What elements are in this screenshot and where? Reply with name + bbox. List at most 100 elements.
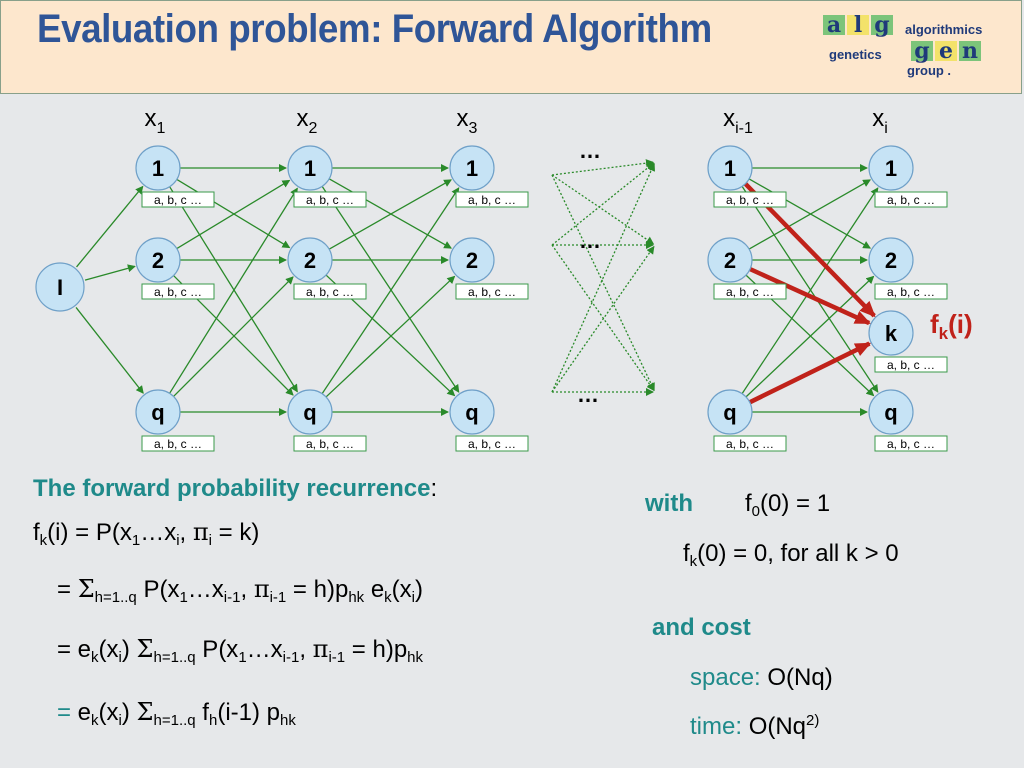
emission-tag: a, b, c … <box>713 435 787 452</box>
emission-tag-text: a, b, c … <box>726 193 774 207</box>
r2-g-sub: i <box>411 589 416 606</box>
state-node-label: 1 <box>724 156 736 181</box>
r4-b-sub: i <box>118 712 122 729</box>
emission-tag-box <box>874 191 948 208</box>
state-node-label: q <box>884 400 897 425</box>
state-node: 1 <box>449 145 495 191</box>
time-sup: 2) <box>806 712 820 729</box>
r2-sigma: Σ <box>77 575 95 603</box>
algen-logo: a l g algorithmics genetics g e n group … <box>823 14 1013 81</box>
emission-tag-text: a, b, c … <box>887 193 935 207</box>
r2-pi-sub: i-1 <box>269 589 287 606</box>
emission-tag-box <box>713 283 787 300</box>
emission-tag-text: a, b, c … <box>306 437 354 451</box>
recurrence-line-4: = ek(xi) Σh=1..q fh(i-1) phk <box>57 698 296 729</box>
emission-tag: a, b, c … <box>141 435 215 452</box>
logo-line-group: group . <box>907 63 952 78</box>
state-node-circle <box>868 145 914 191</box>
r2-f: e <box>364 576 385 603</box>
state-node-circle <box>868 237 914 283</box>
state-node-label: 2 <box>885 248 897 273</box>
r2-e-sub: hk <box>348 589 365 606</box>
slide-header: Evaluation problem: Forward Algorithm a … <box>0 0 1022 94</box>
state-node: 2 <box>868 237 914 283</box>
r3-c: ) <box>121 636 137 663</box>
r4-c: ) <box>121 699 137 726</box>
logo-letter-g2: g <box>911 40 933 62</box>
recurrence-heading-colon: : <box>430 475 438 502</box>
column-label-sub: i <box>884 120 888 137</box>
emission-tag: a, b, c … <box>455 191 529 208</box>
emission-tag: a, b, c … <box>293 191 367 208</box>
r4-d-sub: h <box>208 712 218 729</box>
r1-c: …x <box>140 519 177 546</box>
fk-sub: k <box>939 324 949 343</box>
emission-tag-box <box>141 191 215 208</box>
r2-pi: π <box>253 575 270 603</box>
r4-a: e <box>71 699 92 726</box>
emission-tag-box <box>141 283 215 300</box>
state-node: 2 <box>707 237 753 283</box>
column-label-sub: 3 <box>469 120 478 137</box>
emission-tag-text: a, b, c … <box>726 285 774 299</box>
emission-tag-box <box>455 191 529 208</box>
r2-a: = <box>57 576 78 603</box>
r2-b: P(x <box>136 576 180 603</box>
ellipsis-dot: … <box>577 382 599 407</box>
r2-h: ) <box>415 576 424 603</box>
trellis-edge <box>748 178 872 249</box>
recurrence-heading: The forward probability recurrence: <box>33 475 437 503</box>
r2-c-sub: i-1 <box>223 589 241 606</box>
emission-tag-box <box>293 283 367 300</box>
state-node-circle <box>868 389 914 435</box>
r1-pi: π <box>192 518 209 546</box>
state-node: 1 <box>707 145 753 191</box>
r3-d: P(x <box>195 636 239 663</box>
column-label: xi <box>872 105 888 137</box>
logo-letter-n: n <box>959 40 981 62</box>
r3-g-sub: hk <box>407 649 424 666</box>
dotted-edge <box>551 174 655 245</box>
r1-b-sub: 1 <box>131 532 141 549</box>
state-node: 1 <box>135 145 181 191</box>
slide-title: Evaluation problem: Forward Algorithm <box>37 7 712 51</box>
space-label: space: <box>690 664 761 691</box>
emission-tag-text: a, b, c … <box>154 193 202 207</box>
r3-f: , <box>299 636 313 663</box>
state-node-label: 1 <box>152 156 164 181</box>
r2-d: , <box>240 576 254 603</box>
state-node: 2 <box>135 237 181 283</box>
emission-tag-text: a, b, c … <box>306 193 354 207</box>
logo-line-algorithmics: algorithmics <box>905 22 983 37</box>
column-label-var: x <box>457 105 469 132</box>
state-node-circle <box>135 145 181 191</box>
r1-a: f <box>33 519 40 546</box>
cost-space: space: O(Nq) <box>690 664 833 692</box>
f0-b: (0) = 1 <box>760 490 831 517</box>
state-node-circle <box>287 237 333 283</box>
r2-c: …x <box>187 576 224 603</box>
trellis-edge <box>328 178 453 249</box>
column-label-sub: 1 <box>157 120 166 137</box>
init-f0: f0(0) = 1 <box>745 490 831 520</box>
trellis-edge <box>748 179 872 250</box>
f0-sub: 0 <box>751 503 761 520</box>
emission-tag-text: a, b, c … <box>726 437 774 451</box>
column-label-sub: 2 <box>309 120 318 137</box>
emission-tag-box <box>293 435 367 452</box>
r4-eq: = <box>57 699 72 726</box>
dotted-edge <box>551 162 655 393</box>
emission-tag-text: a, b, c … <box>468 193 516 207</box>
r4-e-sub: hk <box>280 712 296 729</box>
dotted-edge <box>551 244 655 392</box>
state-node-label: 2 <box>152 248 164 273</box>
column-label-var: x <box>723 105 735 132</box>
column-label: x2 <box>297 105 318 137</box>
init-with: with <box>645 490 693 518</box>
trellis-edge <box>169 186 298 393</box>
r2-s-sub: h=1..q <box>94 589 137 606</box>
r1-pi-sub: i <box>208 532 212 549</box>
fk-f: f <box>930 309 939 339</box>
state-node: q <box>287 389 333 435</box>
fk-i-label: fk(i) <box>930 309 973 343</box>
